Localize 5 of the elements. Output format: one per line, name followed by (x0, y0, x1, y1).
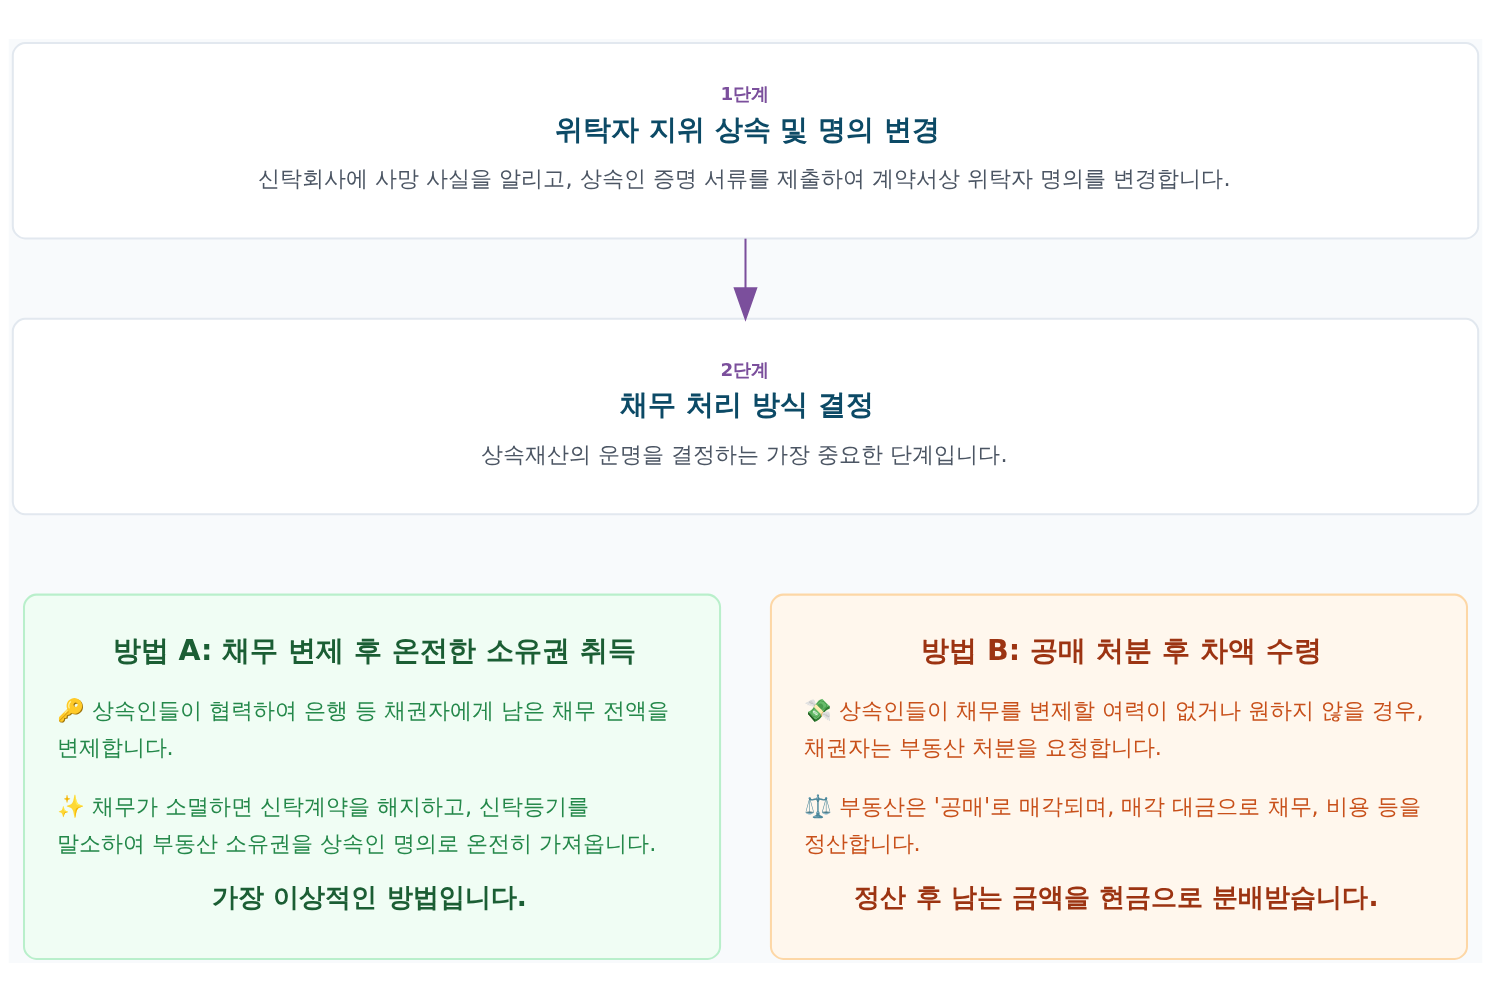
arrow (733, 238, 758, 322)
node-box: 2단계 채무 처리 방식 결정 상속재산의 운명을 결정하는 가장 중요한 단계입니다. (11, 317, 1480, 516)
node-box: 1단계 위탁자 지위 상속 및 명의 변경 신탁회사에 사망 사실을 알리고, 상속인 증명 서류를 제출하여 계약서상 위탁자 명의를 변경합니다. (11, 42, 1480, 240)
node-box: 방법 B: 공매 처분 후 차액 수령 💸 상속인들이 채무를 변제할 여력이 없거나 원하지 않을 경우, 채권자는 부동산 처분을 요청합니다. ⚖ 부동산은 '공매'로 매각되며, 매각 대금으로 채무, 비용 등을 정산합니다. 정산 후 남는 금액을 현금으로 분배받습니다. (769, 593, 1468, 960)
node-box: 방법 A: 채무 변제 후 온전한 소유권 취득 🔑 상속인들이 협력하여 은행 등 채권자에게 남은 채무 전액을 변제합니다. ✨ 채무가 소멸하면 신탁계약을 해지하고, 신탁등기를 말소하여 부동산 소유권을 상속인 명의로 온전히 가져옵니다. 가장 이상적인 방법입니다. (23, 593, 722, 960)
